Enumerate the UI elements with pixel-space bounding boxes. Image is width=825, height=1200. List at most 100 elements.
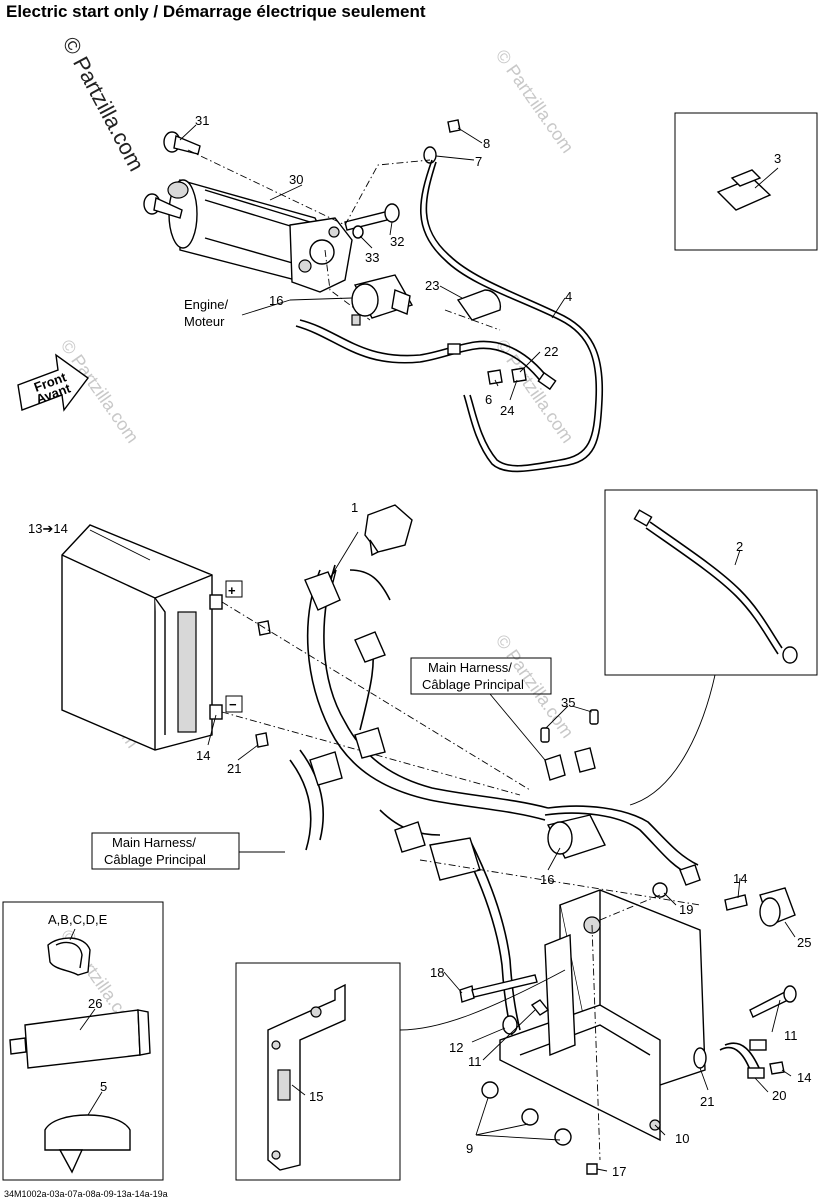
front-arrow: Front Avant [17,353,89,412]
callout-3: 3 [774,151,781,166]
callout-25: 25 [797,935,811,950]
nut-6 [487,369,503,385]
callout-15: 15 [309,1089,323,1104]
nut-14b [724,894,748,911]
callout-abcde: A,B,C,D,E [48,912,108,927]
callout-5: 5 [100,1079,107,1094]
assembly-line [419,859,701,906]
leader [489,693,546,761]
lug [537,371,557,391]
fuse-35b [589,709,599,725]
assembly-line [221,601,531,791]
callout-21a: 21 [227,761,241,776]
bolt-31b [143,193,183,219]
callout-12: 12 [449,1040,463,1055]
callout-24: 24 [500,403,514,418]
callout-1: 1 [351,500,358,515]
washer-21b [693,1047,707,1069]
washer-33 [352,225,364,239]
figure-code: 34M1002a-03a-07a-08a-09-13a-14a-19a [4,1189,168,1199]
moteur-label: Moteur [184,314,225,329]
clip-abcde [47,937,91,976]
cable-20 [719,1039,767,1079]
cable-4-edge [425,161,604,473]
callout-10: 10 [675,1131,689,1146]
grommet-9a [481,1081,499,1099]
grommet-9c [554,1128,572,1146]
harness-label-1b: Câblage Principal [422,677,524,692]
relay-1 [364,504,413,557]
assembly-line [221,711,521,796]
leader-lines [69,124,796,1172]
leader [399,969,566,1031]
nut-24 [511,367,527,383]
boot-23 [456,289,502,321]
callout-4: 4 [565,289,572,304]
page-title: Electric start only / Démarrage électriq… [6,2,426,21]
callout-18: 18 [430,965,444,980]
starter-motor [167,179,353,293]
bolt-18 [459,974,538,1003]
callout-35: 35 [561,695,575,710]
callout-6: 6 [485,392,492,407]
bolt-11b [749,985,797,1018]
accessory-box [2,901,164,1181]
callouts: 31 30 8 7 33 32 3 23 16 4 22 6 24 Engine… [28,113,811,1179]
harness-label-2b: Câblage Principal [104,852,206,867]
bracket-15 [267,983,346,1171]
lug [447,343,461,355]
leader [329,531,359,579]
callout-20: 20 [772,1088,786,1103]
leader [629,674,716,806]
callout-8: 8 [483,136,490,151]
washer-12 [502,1015,518,1035]
watermark-faint-group: © Partzilla.com © Partzilla.com © Partzi… [57,46,578,1037]
terminal-7 [423,146,437,164]
minus-box [225,695,243,713]
callout-14a: 14 [196,748,210,763]
nut-14c [769,1061,785,1075]
callout-13-14: 13➔14 [28,521,68,536]
harness-label-2a: Main Harness/ [112,835,196,850]
assembly-line [591,924,601,1161]
plus-box [225,580,243,598]
cable-2-box [604,489,818,676]
bolt-11a [530,999,550,1016]
harness-label-box-1 [410,657,552,695]
minus-sign: − [229,697,237,712]
engine-label: Engine/ [184,297,228,312]
callout-16b: 16 [540,872,554,887]
cable-22-edge [295,325,543,384]
callout-30: 30 [289,172,303,187]
callout-11b: 11 [784,1028,798,1043]
fuse-3 [716,169,772,211]
plus-sign: + [228,583,236,598]
cable-22 [299,319,549,379]
nut-19 [652,882,668,898]
assembly-line [599,894,661,921]
fuse-35a [540,727,550,743]
main-harness [289,564,701,1036]
bolt-31 [163,131,201,155]
callout-26: 26 [88,996,102,1011]
callout-9: 9 [466,1141,473,1156]
nut-8 [447,119,461,133]
callout-22: 22 [544,344,558,359]
callout-32: 32 [390,234,404,249]
solenoid-16-top [351,274,414,326]
callout-7: 7 [475,154,482,169]
callout-33: 33 [365,250,379,265]
callout-14c: 14 [797,1070,811,1085]
cable-2 [633,509,798,664]
callout-19: 19 [679,902,693,917]
harness-label-box-2 [91,832,240,870]
grommet-9b [521,1108,539,1126]
callout-17: 17 [612,1164,626,1179]
battery-bracket-10 [499,889,706,1142]
battery [61,524,223,751]
callout-2: 2 [736,539,743,554]
grease-tube-26 [9,1009,151,1069]
callout-14b: 14 [733,871,747,886]
bracket-15-box [235,962,401,1181]
